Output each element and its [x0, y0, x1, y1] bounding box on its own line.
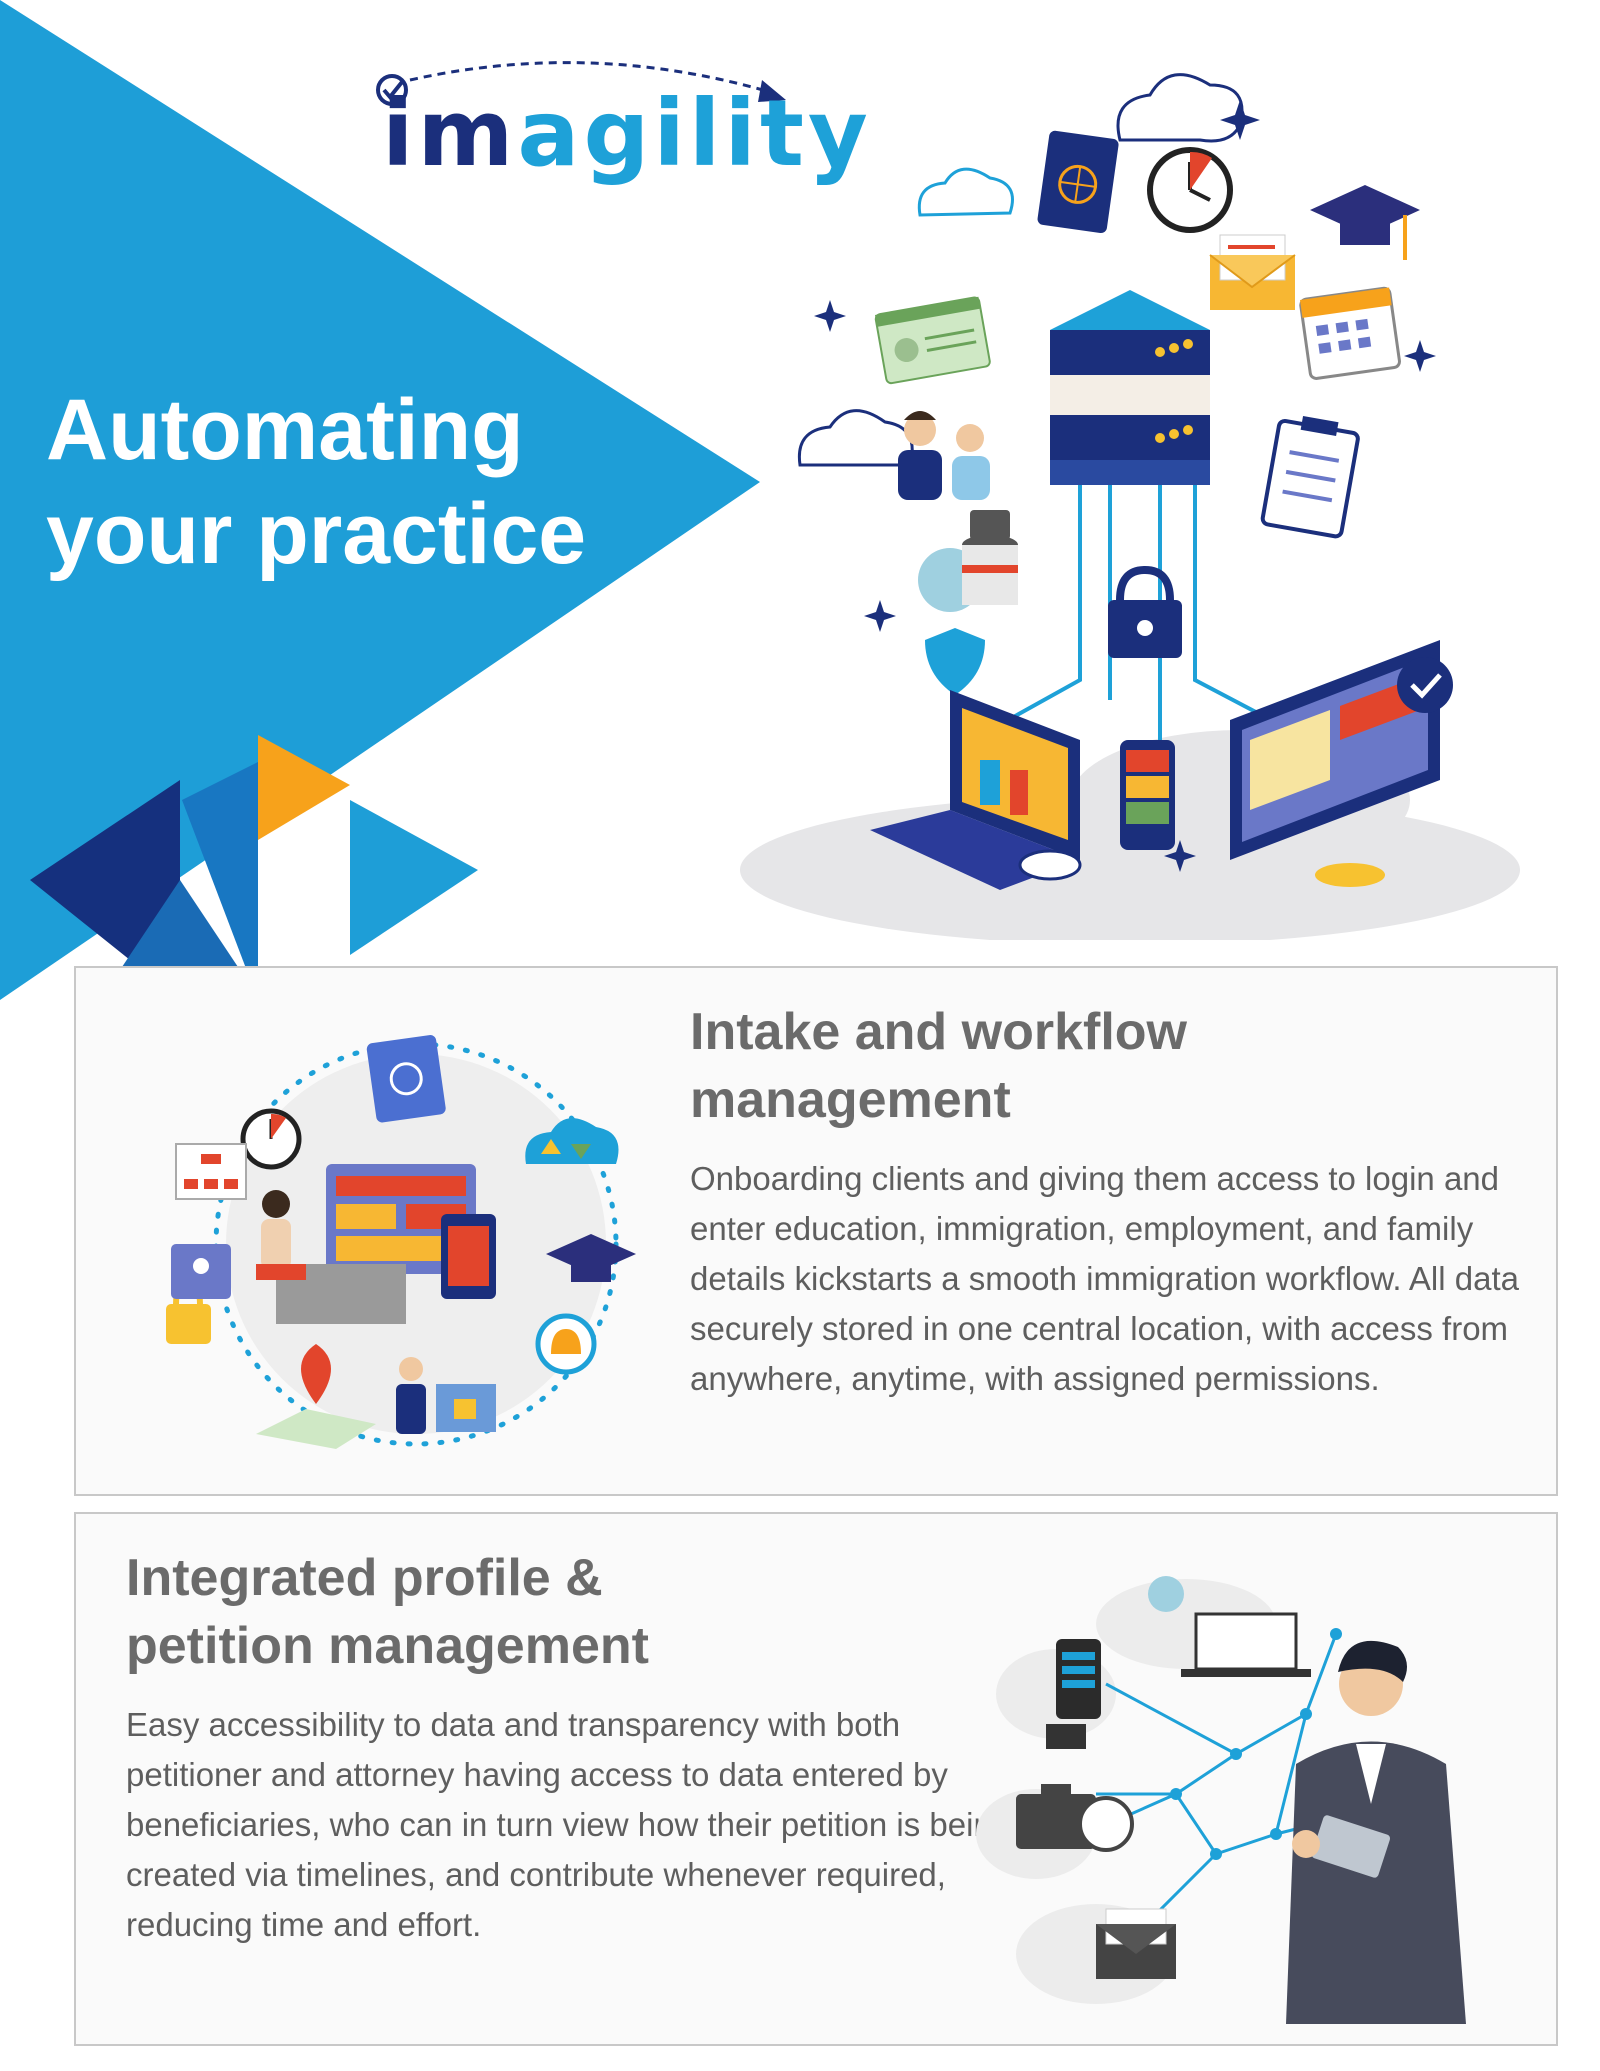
section-card-intake: Intake and workflow management Onboardin…	[74, 966, 1558, 1496]
disk-icon	[1018, 849, 1082, 881]
shield-icon	[925, 628, 985, 695]
workflow-illustration	[166, 1035, 636, 1449]
hero-title-line2: your practice	[46, 486, 587, 582]
passport-icon	[1037, 130, 1119, 234]
plane-arrow-icon	[758, 80, 786, 102]
envelope-icon	[1209, 234, 1296, 310]
logo-text-im: im	[382, 80, 518, 187]
sparkle-icons	[814, 100, 1436, 872]
envelope-icon	[1096, 1908, 1176, 1979]
checkmark-badge-icon	[1397, 657, 1453, 713]
org-chart-icon	[175, 1143, 247, 1200]
clock-icon	[240, 1108, 302, 1170]
section-title-line2: management	[690, 1071, 1011, 1129]
clipboard-icon	[1260, 415, 1360, 539]
orange-triangle	[258, 735, 350, 840]
network-businessman-illustration	[976, 1576, 1466, 2024]
section-title: Intake and workflow management	[690, 998, 1510, 1134]
people-icon	[898, 411, 990, 500]
section-body: Easy accessibility to data and transpare…	[126, 1706, 1011, 1943]
desk-computer-icon	[276, 1164, 476, 1324]
blue-triangle-2	[182, 762, 258, 1000]
logo-wordmark: imagility	[382, 88, 872, 180]
cloud-upload-icon	[525, 1118, 619, 1164]
section-title-line2: petition management	[126, 1617, 649, 1675]
tablet-icon	[441, 1214, 496, 1299]
cloud-icon	[797, 409, 914, 467]
woman-at-desk-icon	[256, 1190, 306, 1280]
laptop-icon	[870, 690, 1080, 890]
briefcase-stopwatch-icon	[1016, 1784, 1134, 1852]
clock-icon	[1147, 147, 1233, 233]
hero-background	[0, 0, 760, 1000]
graduation-cap-icon	[546, 1234, 636, 1282]
bell-icon	[535, 1313, 597, 1375]
logo-swoosh	[376, 61, 786, 106]
hero-title: Automating your practice	[46, 378, 666, 586]
section-title-line1: Intake and workflow	[690, 1003, 1187, 1061]
folder-lock-icon	[436, 1384, 496, 1432]
check-circle-icon	[376, 74, 408, 106]
logo-text-agility: agility	[517, 80, 872, 187]
section-card-profile-petition: Integrated profile & petition management…	[74, 1512, 1558, 2046]
security-guard-icon	[396, 1357, 426, 1434]
section-body: Onboarding clients and giving them acces…	[690, 1160, 1519, 1397]
laptop-chart-icon	[1148, 1576, 1311, 1677]
section-title: Integrated profile & petition management	[126, 1544, 946, 1680]
calendar-icon	[1299, 286, 1401, 380]
imagility-logo: imagility	[370, 40, 868, 200]
map-pin-icon	[256, 1344, 376, 1449]
id-card-icon	[874, 296, 991, 385]
server-stack-icon	[1050, 290, 1210, 485]
hero-title-line1: Automating	[46, 382, 524, 478]
phone-in-hand-icon	[1046, 1639, 1101, 1749]
passport-icon	[366, 1035, 446, 1123]
cloud-icon	[1116, 73, 1244, 143]
graduation-cap-icon	[1310, 185, 1420, 260]
light-blue-triangle	[350, 800, 478, 955]
businessman-icon	[1286, 1640, 1466, 2024]
hero-illustration	[740, 73, 1520, 940]
padlock-icon	[1108, 565, 1182, 658]
section-title-line1: Integrated profile &	[126, 1549, 603, 1607]
monitor-icon	[1230, 640, 1453, 887]
large-blue-triangle	[0, 0, 760, 1000]
globe-database-icon	[918, 510, 1018, 612]
phone-icon	[1120, 740, 1175, 850]
login-screen-icon	[171, 1244, 231, 1299]
cloud-icon	[917, 167, 1014, 217]
